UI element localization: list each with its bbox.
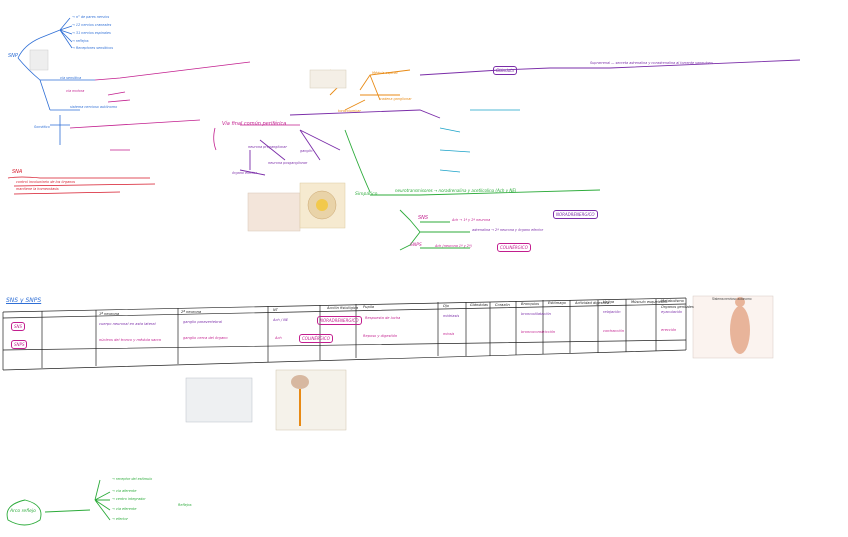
table-header: Acción fisiológica [327, 306, 358, 310]
table-header: 2ª neurona [181, 310, 201, 314]
table-header: Pupila [363, 305, 374, 309]
bottom-item: → receptor del estímulo [112, 478, 152, 481]
figure-title: Sistema nervioso autónomo [712, 298, 752, 301]
center-label: neurona preganglionar [248, 146, 287, 149]
center-label: ganglio [300, 150, 313, 153]
center-title: Vía final común periférica [222, 122, 286, 127]
sns-box: NORADRENERGICO [553, 210, 598, 219]
sns-item: Ach → 1ª y 2ª neurona [452, 219, 490, 222]
table-header: Glándulas [470, 303, 488, 307]
table-header: Bronquios [521, 302, 539, 306]
table-cell: contracción [603, 329, 624, 333]
bottom-label: Arco reflejo [10, 510, 36, 515]
green-line: neurotransmisores → noradrenalina y acet… [395, 189, 516, 193]
table-cell: Ach / NE [273, 318, 288, 322]
table-cell: ganglio cerca del órgano [183, 336, 269, 340]
orange-item: toracolumbar [338, 110, 361, 113]
table-cell: miosis [443, 332, 454, 336]
bottom-item: → efector [112, 518, 128, 521]
table-cell: núcleos del tronco y médula sacra [99, 338, 179, 342]
table-header: Órganos genitales [661, 305, 694, 309]
table-cell: Respuesta de lucha [365, 316, 400, 320]
snp-item: → reflejos [72, 40, 88, 43]
snp-root: SNP [8, 54, 18, 59]
table-cell: midriasis [443, 314, 459, 318]
table-cell: broncoconstricción [521, 330, 555, 334]
orange-item: cadena ganglionar [380, 98, 412, 101]
orange-item: Médula espinal [372, 72, 398, 75]
red-note-line: mantiene la homeostasis [16, 188, 59, 191]
snp-item: → Receptores sensitivos [72, 47, 113, 50]
purple-line: Suprarrenal — secreta adrenalina y norad… [590, 62, 713, 65]
sns-label: SNS [418, 216, 428, 221]
snp-item: → 31 nervios espinales [72, 32, 111, 35]
table-cell: COLINÉRGICO [299, 334, 333, 343]
table-header: Estómago [548, 301, 566, 305]
snps-label: SNPS [410, 244, 422, 249]
snps-box: COLINÉRGICO [497, 243, 531, 252]
table-header: Vejiga [603, 300, 614, 304]
table-cell: NORADRENERGICO [317, 316, 362, 325]
table-header: NT [273, 308, 278, 312]
table-cell: relajación [603, 310, 621, 314]
bottom-side: Reflejos [178, 504, 192, 507]
table-header: Ojo [443, 304, 449, 308]
snp-sub: vía sensitiva [60, 77, 81, 80]
red-note-line: control involuntario de los órganos [16, 181, 75, 184]
snp-item: → 12 nervios craneales [72, 24, 111, 27]
sns-item: adrenalina → 2ª neurona y órgano efector [472, 229, 543, 232]
table-cell: broncodilatación [521, 312, 551, 316]
snp-sub: vía motora [66, 90, 84, 93]
table-cell: ganglio paravertebral [183, 320, 269, 324]
center-label: órgano efector [232, 172, 257, 175]
table-cell: Ach [275, 336, 282, 340]
table-cell: eyaculación [661, 310, 682, 314]
comparison-table: 1ª neurona 2ª neurona NT Acción fisiológ… [3, 296, 685, 370]
table-row-label: SNPS [11, 340, 27, 349]
snp-sub: Somático [34, 126, 50, 129]
table-cell: cuerpo neuronal en asta lateral [99, 322, 179, 326]
purple-box: Glándula [493, 66, 517, 75]
green-root: Simpático [355, 193, 377, 198]
table-row-label: SNS [11, 322, 25, 331]
bottom-item: → centro integrador [112, 498, 146, 501]
center-label: neurona posganglionar [268, 162, 307, 165]
snp-sub: sistema nervioso autónomo [70, 106, 117, 109]
red-note-title: SNA [12, 170, 22, 175]
bottom-item: → vía eferente [112, 508, 136, 511]
table-header: Metabolismo [661, 299, 684, 303]
bottom-item: → vía aferente [112, 490, 136, 493]
snp-item: → n° de pares nervios [72, 16, 109, 19]
table-header: 1ª neurona [99, 312, 119, 316]
table-header: Corazón [495, 303, 510, 307]
snps-item: Ach (neurona 1ª y 2ª) [435, 245, 472, 248]
table-cell: erección [661, 328, 676, 332]
table-cell: Reposo y digestión [363, 334, 397, 338]
